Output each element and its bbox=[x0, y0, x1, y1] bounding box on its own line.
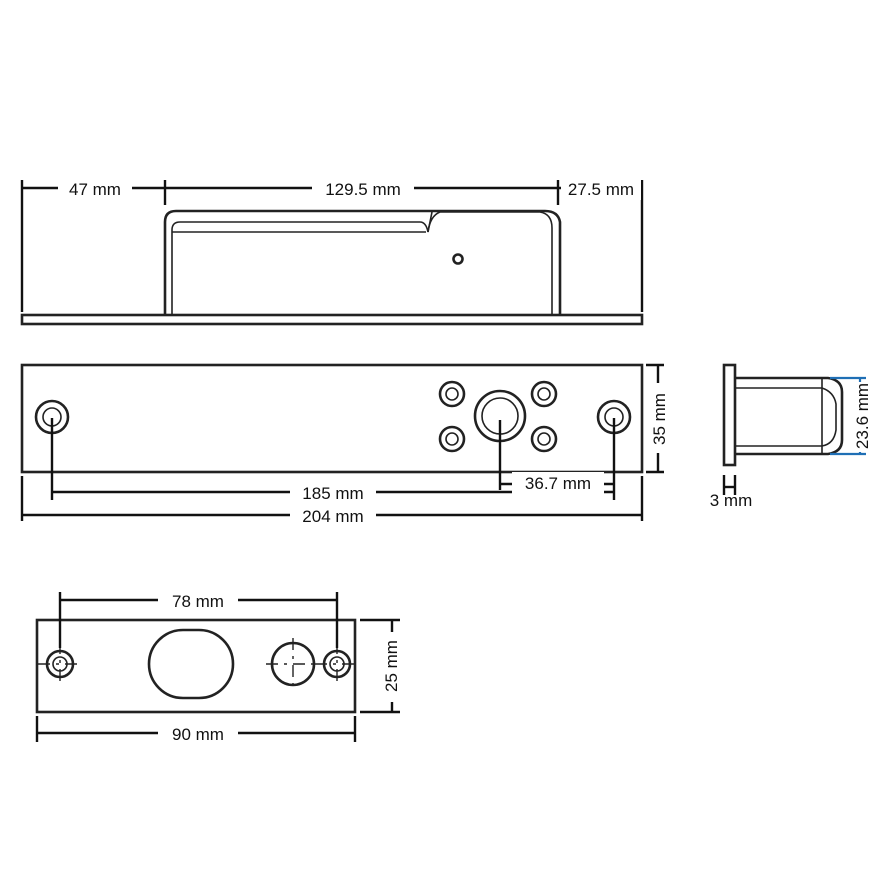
dim-label-hole-spacing: 185 mm bbox=[302, 484, 363, 503]
dim-label-plate-thickness: 3 mm bbox=[710, 491, 753, 510]
strike-right-hole-inner bbox=[329, 656, 345, 672]
strike-plate-view: 78 mm 25 mm 90 mm bbox=[35, 589, 402, 746]
strike-left-hole-inner bbox=[52, 656, 68, 672]
plate-view: 35 mm 185 mm 36.7 mm 204 mm bbox=[20, 363, 669, 527]
dim-label-bolt-diameter: 23.6 mm bbox=[853, 383, 872, 449]
strike-left-hole-outer bbox=[45, 649, 75, 679]
dim-label-strike-hole-spacing: 78 mm bbox=[172, 592, 224, 611]
dim-label-strike-length: 90 mm bbox=[172, 725, 224, 744]
side-bolt-outline bbox=[735, 376, 844, 456]
strike-plate-outline bbox=[35, 618, 357, 714]
top-view-screw-hole bbox=[452, 253, 464, 265]
plate-screws bbox=[438, 380, 558, 453]
side-bolt-inner bbox=[735, 387, 837, 447]
strike-right-hole-outer bbox=[322, 649, 352, 679]
dim-label-strike-height: 25 mm bbox=[382, 640, 401, 692]
top-view-body-inner bbox=[171, 211, 433, 315]
top-view-body-outline bbox=[163, 209, 562, 315]
dim-label-right-offset: 27.5 mm bbox=[568, 180, 634, 199]
side-plate bbox=[722, 363, 737, 467]
side-view: 23.6 mm 3 mm bbox=[710, 363, 872, 510]
dim-label-total-length: 204 mm bbox=[302, 507, 363, 526]
dim-label-body-length: 129.5 mm bbox=[325, 180, 401, 199]
dim-label-bolt-offset: 36.7 mm bbox=[525, 474, 591, 493]
top-view-bolt-step bbox=[427, 211, 553, 315]
dim-label-plate-height: 35 mm bbox=[650, 393, 669, 445]
plate-outline bbox=[20, 363, 644, 474]
top-view-base-plate bbox=[20, 313, 644, 326]
dim-label-left-offset: 47 mm bbox=[69, 180, 121, 199]
strike-bolt-opening bbox=[147, 628, 235, 700]
top-view: 47 mm 129.5 mm 27.5 mm bbox=[20, 176, 644, 326]
